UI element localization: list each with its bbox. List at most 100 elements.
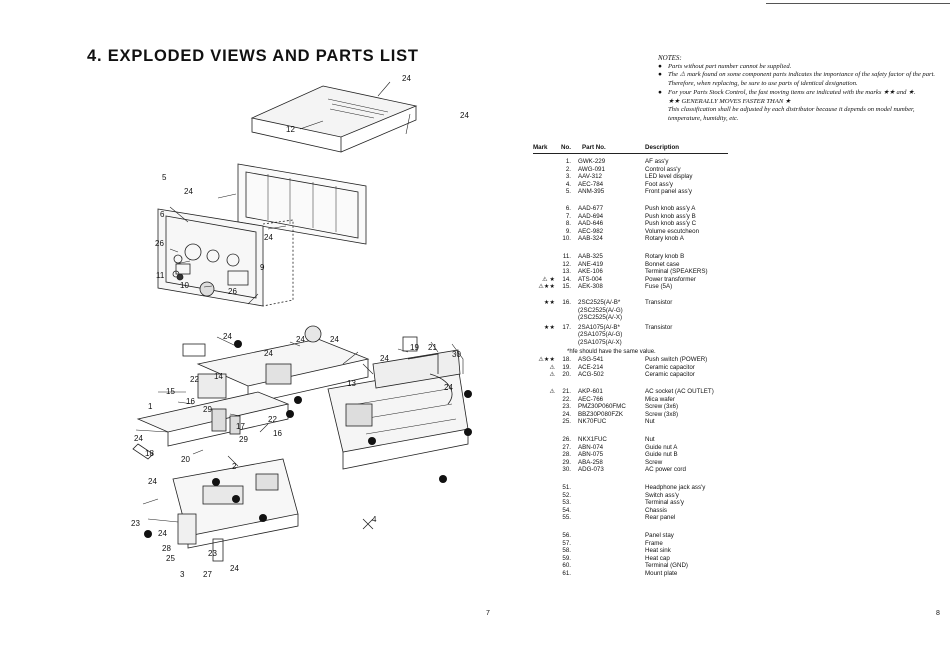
header-no: No.	[561, 144, 571, 151]
svg-text:30: 30	[452, 350, 461, 359]
table-row: (2SC2525(A/-G)	[533, 307, 733, 314]
note-item: ●For your Parts Stock Control, the fast …	[658, 88, 916, 96]
row-number: 20.	[562, 371, 571, 378]
row-number: 55.	[562, 514, 571, 521]
svg-text:29: 29	[203, 405, 212, 414]
row-part-number: PMZ30P060FMC	[578, 403, 626, 410]
row-description: Mica wafer	[645, 395, 675, 403]
row-description: Transistor	[645, 324, 673, 331]
row-description: Control ass'y	[645, 165, 681, 173]
row-part-number: AEC-766	[578, 395, 604, 403]
row-number: 27.	[562, 443, 571, 451]
row-description: AF ass'y	[645, 158, 669, 165]
svg-text:16: 16	[186, 397, 195, 406]
row-part-number: AEC-982	[578, 227, 604, 235]
row-description: Panel stay	[645, 532, 674, 539]
svg-text:11: 11	[156, 271, 165, 280]
row-number: 52.	[562, 491, 571, 499]
row-number: 53.	[562, 499, 571, 506]
row-number: 58.	[562, 547, 571, 554]
row-mark: ⚠ ★	[542, 275, 555, 283]
row-number: 5.	[565, 188, 571, 195]
row-description: Terminal (GND)	[645, 562, 688, 569]
row-description: Nut	[645, 436, 655, 443]
row-part-number: ABN-075	[578, 451, 604, 458]
row-description: Screw (3x8)	[645, 410, 679, 418]
row-part-number: AEC-784	[578, 180, 604, 188]
row-number: 18.	[562, 356, 571, 363]
row-part-number: AKE-106	[578, 268, 603, 275]
row-description: Rotary knob A	[645, 235, 684, 242]
svg-text:16: 16	[273, 429, 282, 438]
row-number: 11.	[562, 253, 571, 260]
row-number: 2.	[565, 165, 571, 173]
svg-text:24: 24	[380, 354, 389, 363]
svg-text:10: 10	[180, 281, 189, 290]
table-row: 54.Chassis	[533, 507, 733, 514]
row-number: 23.	[562, 403, 571, 410]
svg-text:24: 24	[148, 477, 157, 486]
svg-text:24: 24	[184, 187, 193, 196]
row-description: Push knob ass'y B	[645, 212, 696, 220]
table-row: ★★17.2SA1075(A/-B*Transistor	[533, 324, 733, 331]
row-part-number: AAD-646	[578, 220, 604, 227]
svg-text:26: 26	[228, 287, 237, 296]
svg-text:24: 24	[264, 233, 273, 242]
svg-text:12: 12	[286, 125, 295, 134]
table-row: 58.Heat sink	[533, 547, 733, 554]
row-description: Rear panel	[645, 514, 676, 521]
row-part-number: (2SC2525(A/-X)	[578, 313, 623, 321]
row-part-number: ASG-541	[578, 356, 604, 363]
note-item: This classification shall be adjusted by…	[668, 106, 915, 122]
row-number: 16.	[562, 299, 571, 306]
row-part-number: ADG-073	[578, 466, 604, 473]
svg-text:24: 24	[134, 434, 143, 443]
row-number: 12.	[562, 260, 571, 268]
notes-block: NOTES: ●Parts without part number cannot…	[658, 54, 943, 124]
table-row: (2SA1075(A/-G)	[533, 331, 733, 338]
row-number: 8.	[565, 220, 571, 227]
row-number: 3.	[565, 173, 571, 180]
table-row: 52. Switch ass'y	[533, 492, 733, 499]
row-number: 56.	[562, 532, 571, 539]
row-part-number: BBZ30P080FZK	[578, 410, 624, 418]
table-header-rule	[533, 153, 728, 154]
row-description: Headphone jack ass'y	[645, 484, 706, 491]
row-number: 19.	[562, 363, 571, 371]
row-description: Switch ass'y	[645, 491, 679, 499]
row-description: Bonnet case	[645, 260, 680, 268]
note-item: ●The ⚠ mark found on some component part…	[658, 71, 936, 88]
page-number-right: 8	[936, 610, 940, 617]
row-number: 26.	[562, 436, 571, 443]
row-number: 22.	[562, 395, 571, 403]
svg-text:22: 22	[190, 375, 199, 384]
row-mark: ⚠	[549, 371, 555, 378]
table-row: 56. Panel stay	[533, 532, 733, 539]
row-part-number: AAB-324	[578, 235, 603, 242]
svg-text:2: 2	[232, 462, 237, 471]
svg-text:9: 9	[260, 263, 265, 272]
row-description: Nut	[645, 418, 655, 425]
row-mark: ⚠★★	[538, 356, 555, 363]
header-description: Description	[645, 144, 680, 151]
row-part-number: ATS-004	[578, 275, 602, 283]
row-number: 21.	[562, 388, 571, 395]
row-description: Screw	[645, 458, 663, 466]
row-number: 59.	[562, 554, 571, 562]
table-row: 55. Rear panel	[533, 514, 733, 521]
row-part-number: AAD-677	[578, 205, 604, 212]
row-description: Guide nut A	[645, 443, 678, 451]
